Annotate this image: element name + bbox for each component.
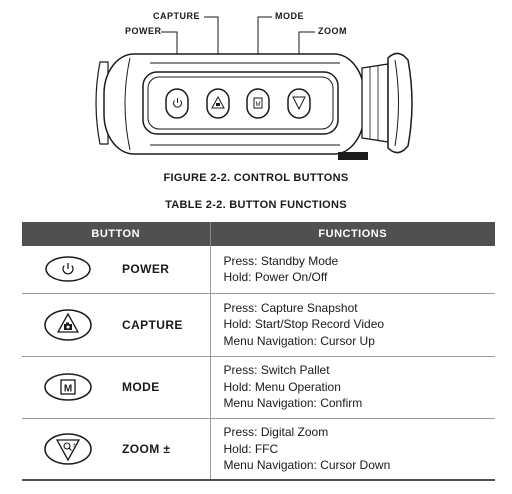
svg-text:M: M [64, 384, 72, 395]
function-line: Hold: Power On/Off [223, 270, 328, 285]
function-line: Hold: Start/Stop Record Video [223, 317, 385, 332]
power-icon [45, 256, 91, 282]
mode-callout: MODE [275, 11, 304, 21]
button-name: ZOOM ± [122, 441, 171, 456]
button-cell: POWER [22, 246, 211, 294]
svg-text:±: ± [73, 442, 76, 448]
zoom-icon: ± [44, 433, 92, 465]
function-line: Press: Digital Zoom [223, 425, 329, 439]
table-row: POWER Press: Standby Mode Hold: Power On… [22, 246, 495, 294]
functions-cell: Press: Switch Pallet Hold: Menu Operatio… [210, 356, 495, 419]
table-row: M MODE Press: Switch Pallet Hold: Menu O… [22, 356, 495, 419]
functions-cell: Press: Standby Mode Hold: Power On/Off [210, 246, 495, 294]
function-line: Hold: FFC [223, 441, 279, 456]
button-column-header: BUTTON [22, 222, 211, 246]
monocular-illustration: M [95, 16, 413, 160]
table-caption: TABLE 2-2. BUTTON FUNCTIONS [165, 199, 347, 211]
button-cell: CAPTURE [22, 293, 211, 357]
svg-text:M: M [256, 102, 261, 108]
function-line: Menu Navigation: Confirm [223, 396, 363, 411]
zoom-callout: ZOOM [318, 26, 347, 36]
button-cell: ± ZOOM ± [22, 418, 211, 481]
button-name: POWER [122, 262, 170, 277]
function-line: Press: Standby Mode [223, 253, 339, 268]
capture-callout: CAPTURE [153, 11, 201, 21]
table-row: CAPTURE Press: Capture Snapshot Hold: St… [22, 293, 495, 357]
power-callout: POWER [125, 26, 162, 36]
function-line: Hold: Menu Operation [223, 379, 341, 394]
button-functions-table: BUTTON FUNCTIONS POWER [22, 222, 495, 481]
table-header-row: BUTTON FUNCTIONS [22, 222, 495, 246]
capture-icon [44, 308, 92, 341]
control-buttons-figure: M POWER CAPTURE MODE ZOOM [0, 0, 512, 165]
button-cell: M MODE [22, 356, 211, 419]
button-name: MODE [122, 380, 160, 394]
button-name: CAPTURE [122, 317, 183, 332]
function-line: Menu Navigation: Cursor Down [223, 458, 391, 472]
function-line: Press: Switch Pallet [223, 363, 330, 378]
functions-cell: Press: Digital Zoom Hold: FFC Menu Navig… [210, 418, 495, 481]
functions-cell: Press: Capture Snapshot Hold: Start/Stop… [210, 293, 495, 357]
functions-column-header: FUNCTIONS [210, 222, 495, 246]
function-line: Press: Capture Snapshot [223, 300, 358, 315]
function-line: Menu Navigation: Cursor Up [223, 333, 375, 348]
table-row: ± ZOOM ± Press: Digital Zoom Hold: FFC M… [22, 418, 495, 481]
mode-icon: M [44, 373, 92, 401]
figure-caption: FIGURE 2-2. CONTROL BUTTONS [163, 172, 349, 184]
